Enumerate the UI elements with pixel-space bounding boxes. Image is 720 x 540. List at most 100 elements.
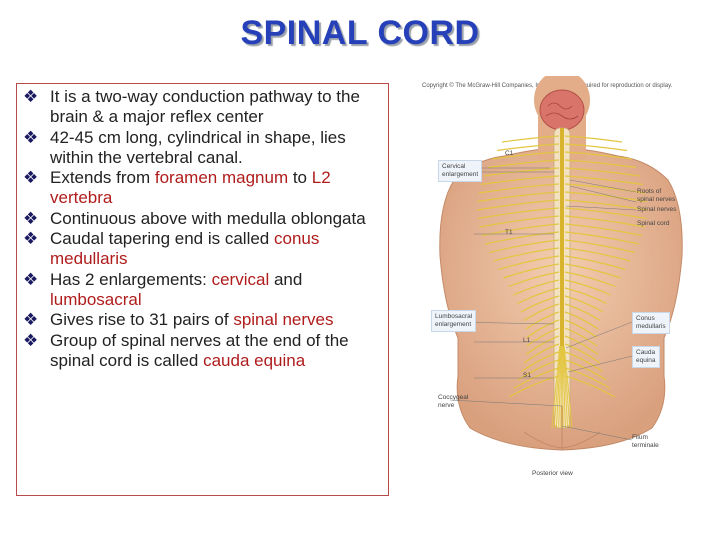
label-roots-of-spinal-nerves: Roots of spinal nerves [637,188,676,203]
label-spinal-cord: Spinal cord [637,220,670,227]
cauda-equina-strand [563,345,571,429]
cauda-equina-strand [560,345,563,429]
label-spinal-nerves: Spinal nerves [637,206,677,213]
spinal-nerve [564,199,648,211]
spinal-nerve [480,175,560,186]
spinal-nerve [517,359,560,381]
diamond-bullet-icon: ❖ [23,168,39,187]
spinal-nerve [477,191,560,203]
bullet-item: ❖ Extends from foramen magnum to L2 verte… [23,168,382,208]
label-coccygeal-nerve: Coccygeal nerve [438,394,469,409]
spinal-nerve [492,151,560,160]
bullet-item: ❖ Continuous above with medulla oblongata [23,209,382,229]
cauda-equina-strand [553,345,561,429]
spinal-nerve [483,167,560,177]
diamond-bullet-icon: ❖ [23,229,39,248]
cauda-equina-strand [561,345,564,429]
spinal-nerve [564,239,636,254]
spinal-nerve [564,287,607,305]
spinal-nerve [526,327,560,347]
highlighted-term: conus medullaris [50,229,320,268]
spinal-nerve [488,239,560,254]
diamond-bullet-icon: ❖ [23,127,39,147]
spinal-nerve [487,159,560,169]
spinal-nerve [564,183,646,194]
spinal-nerve [564,231,640,245]
diamond-bullet-icon: ❖ [23,87,39,106]
label-conus-medullaris: Conus medullaris [632,312,670,334]
spinal-nerve [564,191,647,203]
diamond-bullet-icon: ❖ [23,269,39,289]
diamond-bullet-icon: ❖ [23,310,39,329]
spinal-nerve [564,327,598,347]
spinal-nerve [564,151,632,160]
spinal-nerve [564,351,604,372]
bullet-item: ❖Has 2 enlargements: cervical and lumbos… [23,270,382,310]
cauda-equina-strand [555,345,562,429]
bullet-text: Continuous above with medulla oblongata [50,208,366,228]
bullet-text: Caudal tapering end is called [50,229,274,248]
diamond-bullet-icon: ❖ [23,330,39,350]
spinal-nerve [564,367,611,390]
spinal-cord-illustration [439,76,683,451]
bullet-item: ❖ Caudal tapering end is called conus med… [23,229,382,269]
highlighted-term: foramen magnum [154,168,289,187]
spinal-nerve [520,351,560,372]
bullet-list: ❖ It is a two-way conduction pathway to t… [23,87,382,371]
spinal-nerve [525,335,560,355]
cauda-equina-strand [562,345,569,429]
bullet-item: ❖Group of spinal nerves at the end of th… [23,331,382,371]
highlighted-term: cauda equina [203,350,306,370]
spinal-nerve [564,215,645,228]
spinal-nerve [564,263,621,279]
spinal-nerve [477,207,560,220]
spinal-nerve [478,183,560,194]
spinal-nerve [513,367,560,390]
spinal-nerve [564,175,644,186]
spinal-nerve [564,135,623,143]
label-s1: S1 [523,372,531,379]
spinal-nerve [523,303,560,322]
label-filum-terminale: Filum terminale [632,434,659,449]
spinal-nerve [498,255,560,271]
highlighted-term: lumbosacral [50,289,142,309]
bullet-text: Extends from [50,168,155,187]
bullet-text: It is a two-way conduction pathway to th… [50,87,360,126]
bullet-text: and [269,269,303,289]
spinal-nerve [512,279,560,296]
label-t1: T1 [505,229,513,236]
spinal-nerves-group [476,135,648,429]
label-cervical-enlargement: Cervical enlargement [438,160,483,182]
spinal-nerve [564,223,643,237]
spinal-nerve [564,159,637,169]
bullet-text: 42-45 cm long, cylindrical in shape, lie… [50,127,346,167]
bullet-text: Gives rise to 31 pairs of [50,310,234,329]
highlighted-term: L2 vertebra [50,168,331,207]
spinal-nerve [564,143,628,152]
spinal-nerve [508,271,560,288]
bullet-text: to [288,168,312,187]
spinal-nerve [493,247,560,262]
spinal-nerve [520,295,560,313]
spinal-nerve [525,311,560,330]
spinal-nerve [564,335,599,355]
spinal-nerve [564,343,601,364]
bullet-item: ❖ 42-45 cm long, cylindrical in shape, li… [23,128,382,168]
spinal-nerve [517,287,560,305]
spinal-nerve [508,375,560,398]
spinal-nerve [564,271,616,288]
label-posterior-view: Posterior view [532,470,573,477]
label-c1: C1 [505,150,514,157]
cauda-equina-strand [562,345,566,429]
highlighted-term: spinal nerves [233,310,334,329]
spinal-nerve [476,199,560,211]
spinal-nerve [564,167,641,177]
bullet-text-box: ❖ It is a two-way conduction pathway to t… [16,83,389,496]
diamond-bullet-icon: ❖ [23,208,39,228]
cauda-equina-strand [558,345,562,429]
label-l1: L1 [523,337,531,344]
spinal-nerve [526,319,560,338]
spinal-nerve [564,295,604,313]
page-title: SPINAL CORD [240,14,480,52]
spinal-nerve [564,207,647,220]
